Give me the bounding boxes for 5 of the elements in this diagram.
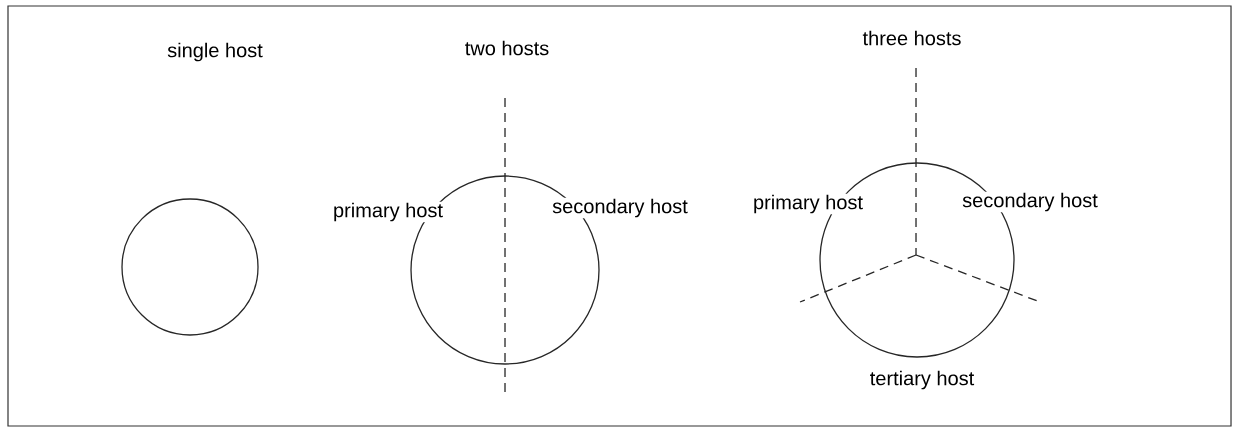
heading: two hosts — [465, 40, 549, 56]
heading: single host — [167, 42, 263, 62]
region-label: tertiary host — [868, 369, 976, 391]
circle — [121, 198, 259, 336]
heading: three hosts — [862, 30, 961, 46]
